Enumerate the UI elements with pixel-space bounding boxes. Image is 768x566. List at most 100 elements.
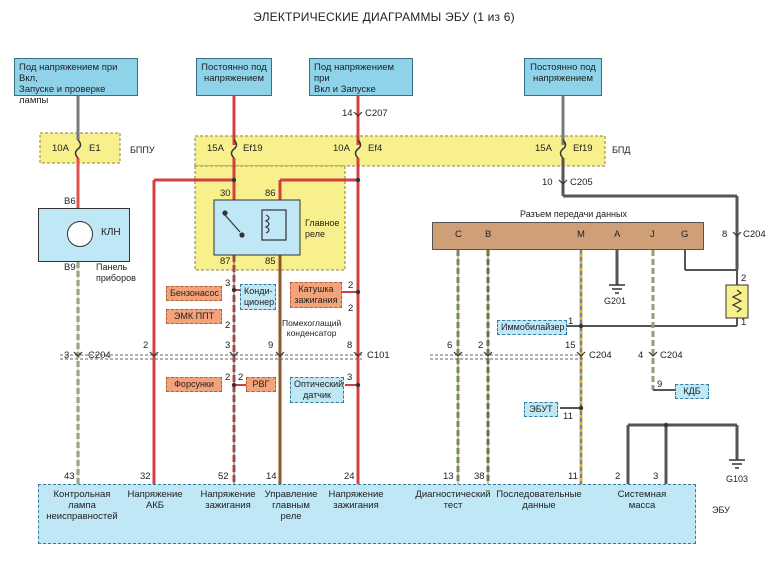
box-bpd: БПД (612, 145, 631, 155)
c101-label: C101 (367, 350, 390, 361)
header-constant-1: Постоянно под напряжением (196, 58, 272, 96)
ground-icon-g201 (609, 284, 625, 294)
connector-marks (73, 111, 742, 357)
fuse-symbols (74, 139, 567, 159)
pin-c101-d: 8 (347, 340, 353, 351)
c207-pin: 14 (342, 108, 353, 119)
ground-g201-label: G201 (604, 296, 627, 306)
pin-rvg: 2 (238, 372, 244, 383)
ecu-pin-13: 13 (443, 471, 454, 482)
header-ignition-lamp: Под напряжением при Вкл, Запуске и прове… (14, 58, 138, 106)
fuse-name-ef4: Ef4 (368, 143, 383, 154)
dlc-pin-g: G (681, 229, 689, 240)
air-conditioner: Конди- ционер (240, 284, 276, 310)
kdb: КДБ (675, 384, 709, 399)
ecu-pin-14: 14 (266, 471, 277, 482)
c204-right-label: C204 (743, 229, 766, 240)
lamp-label: КЛН (101, 227, 121, 238)
header-ignition-start: Под напряжением при Вкл и Запуске (309, 58, 413, 96)
ecu-block (38, 484, 696, 544)
optical-sensor: Оптический датчик (290, 377, 344, 403)
ecu-pin-2: 2 (615, 471, 621, 482)
box-bppu: БППУ (130, 145, 155, 155)
relay-pin-86: 86 (265, 188, 276, 199)
c204-b-label: C204 (660, 350, 683, 361)
ecu-text-diag: Диагностический тест (415, 489, 491, 511)
fuse-rating-e1: 10A (52, 143, 69, 154)
relay-label: Главное реле (305, 218, 340, 239)
ecu-text-ignition-2: Напряжение зажигания (328, 489, 384, 511)
c205-label: C205 (570, 177, 593, 188)
fuse-name-ef19: Ef19 (243, 143, 263, 154)
c204-mid-label: C204 (589, 350, 612, 361)
pin-c101-c: 9 (268, 340, 274, 351)
ecu-text-ignition-1: Напряжение зажигания (200, 489, 256, 511)
lamp-icon (67, 221, 93, 247)
ecu-pin-38: 38 (474, 471, 485, 482)
ecu-pin-52: 52 (218, 471, 229, 482)
pin-imm: 1 (568, 316, 574, 327)
ebut: ЭБУТ (524, 402, 558, 417)
pin-coil-top: 2 (348, 280, 354, 291)
ecu-text-battery: Напряжение АКБ (127, 489, 183, 511)
resistor-box (725, 284, 749, 319)
ecu-pin-24: 24 (344, 471, 355, 482)
noise-capacitor: Помехоглащий конденсатор (282, 318, 342, 338)
dlc-label: Разъем передачи данных (520, 209, 627, 219)
fuse-rating-ef19-b: 15A (535, 143, 552, 154)
dlc-pin-j: J (650, 229, 655, 240)
ignition-coil: Катушка зажигания (290, 282, 342, 308)
ecu-pin-11: 11 (568, 471, 578, 482)
emk-ppt: ЭМК ППТ (166, 309, 222, 324)
header-constant-2: Постоянно под напряжением (524, 58, 602, 96)
instrument-cluster: КЛН (38, 208, 130, 262)
relay-contacts (222, 209, 287, 241)
relay-pin-87: 87 (220, 256, 231, 267)
resistor-zigzag (731, 289, 743, 313)
c204-left-label: C204 (88, 350, 111, 361)
cluster-pin-bottom: B9 (64, 262, 76, 273)
fuse-name-ef19-b: Ef19 (573, 143, 593, 154)
pin-kdb: 9 (657, 379, 663, 390)
ground-g103-label: G103 (726, 474, 749, 484)
pin-opt: 3 (347, 372, 353, 383)
pin-fuel-top: 3 (225, 278, 231, 289)
relay-box (213, 199, 301, 256)
cluster-pin-top: B6 (64, 196, 76, 207)
pin-dlc-b: 2 (478, 340, 484, 351)
ecu-pin-32: 32 (140, 471, 151, 482)
ecu-text-mil: Контрольная лампа неисправностей (46, 489, 118, 522)
c204-mid-pin: 15 (565, 340, 576, 351)
ecu-pin-3: 3 (653, 471, 659, 482)
fuel-pump: Бензонасос (166, 286, 222, 301)
immobilizer: Иммобилайзер (497, 320, 567, 335)
fuse-panel-bpd (194, 135, 606, 167)
pin-dlc-c: 6 (447, 340, 453, 351)
cluster-panel-label: Панель приборов (96, 262, 136, 283)
fuse-rating-ef19: 15A (207, 143, 224, 154)
pin-c101-b: 3 (225, 340, 231, 351)
fuse-name-e1: E1 (89, 143, 101, 154)
relay-pin-85: 85 (265, 256, 276, 267)
c204-right-pin: 8 (722, 229, 728, 240)
dlc-pin-m: M (577, 229, 585, 240)
pin-res-bot: 1 (741, 317, 747, 328)
ecu-pin-43: 43 (64, 471, 75, 482)
pin-coil-bot: 2 (348, 303, 354, 314)
dlc-pin-b: B (485, 229, 492, 240)
ecu-text-main-relay: Управление главным реле (264, 489, 318, 522)
relay-pin-30: 30 (220, 188, 231, 199)
c205-pin: 10 (542, 177, 553, 188)
diagram-title: ЭЛЕКТРИЧЕСКИЕ ДИАГРАММЫ ЭБУ (1 из 6) (253, 10, 515, 24)
pin-inj: 2 (225, 372, 231, 383)
ecu-text-serial: Последовательные данные (496, 489, 582, 511)
dlc-pin-a: A (614, 229, 621, 240)
c204-left-pin: 3 (64, 350, 70, 361)
c204-b-pin: 4 (638, 350, 644, 361)
dlc-pin-c: C (455, 229, 462, 240)
pin-ebut: 11 (563, 411, 573, 422)
injectors: Форсунки (166, 377, 222, 392)
ecu-label: ЭБУ (712, 505, 730, 515)
pin-fuel-bot: 2 (225, 320, 231, 331)
